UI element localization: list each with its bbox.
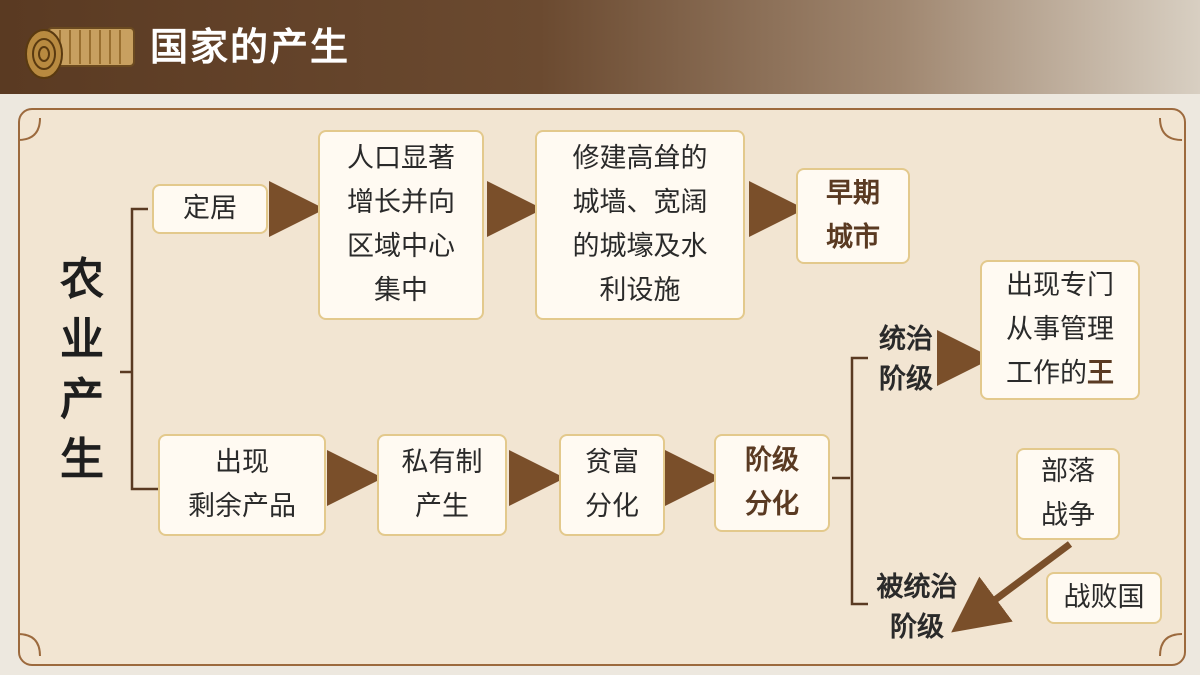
node-buluo-zhanzheng: 部落 战争 [1016,448,1120,540]
wang-text: 出现专门 从事管理 工作的 [1006,270,1114,389]
wang-emphasis: 王 [1087,358,1114,389]
root-label-agriculture: 农 业 产 生 [60,254,104,485]
label-beitongzhi-jieji: 被统治 阶级 [876,572,958,643]
node-zhanbaiguo: 战败国 [1046,572,1162,624]
node-zaoqi-chengshi: 早期 城市 [796,168,910,264]
node-xiujian: 修建高耸的 城墙、宽阔 的城壕及水 利设施 [535,130,745,320]
node-shengyu-chanpin: 出现 剩余产品 [158,434,326,536]
node-wang: 出现专门 从事管理 工作的王 [980,260,1140,400]
bamboo-scroll-icon [25,27,135,79]
header-bar: 国家的产生 [0,0,1200,94]
arrows [269,181,1073,633]
node-pinfu-fenhua: 贫富 分化 [559,434,665,536]
label-tongzhi-jieji: 统治 阶级 [879,324,933,395]
page-title: 国家的产生 [150,25,351,69]
node-jieji-fenhua: 阶级 分化 [714,434,830,532]
node-siyouzhi: 私有制 产生 [377,434,507,536]
node-renkou: 人口显著 增长并向 区域中心 集中 [318,130,484,320]
node-dingju: 定居 [152,184,268,234]
